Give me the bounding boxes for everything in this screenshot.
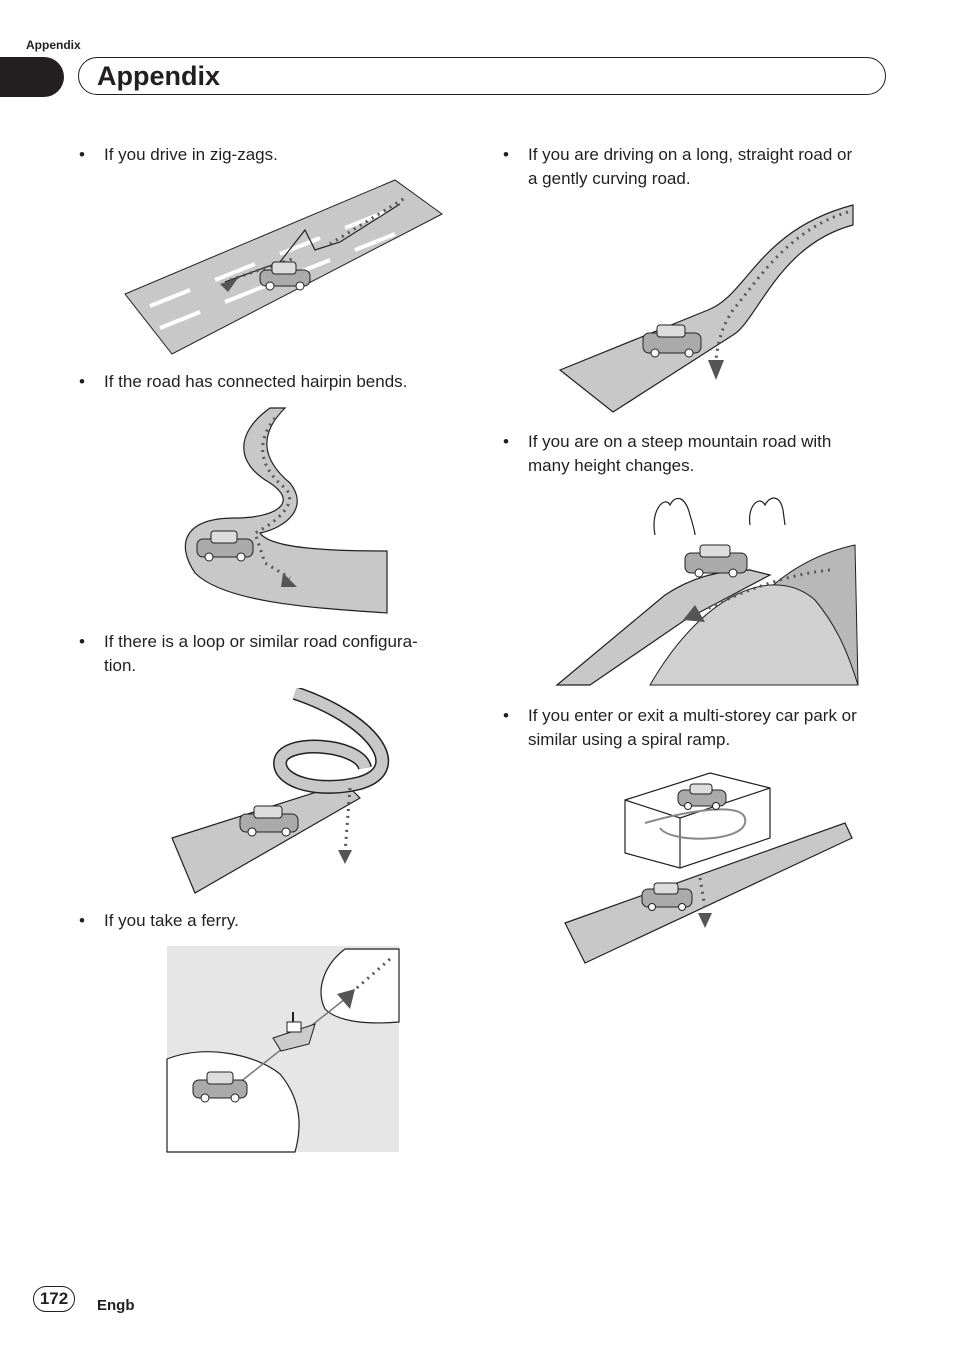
item-text: If there is a loop or similar road confi…: [104, 632, 418, 675]
car-icon: [239, 805, 299, 837]
list-item: • If you are on a steep mountain road wi…: [503, 430, 903, 480]
page-title: Appendix: [97, 61, 221, 91]
list-item: • If you take a ferry.: [79, 909, 459, 939]
list-item: • If the road has connected hairpin bend…: [79, 370, 459, 400]
bullet: •: [79, 372, 85, 391]
section-tab: [0, 57, 64, 97]
bullet: •: [79, 911, 85, 930]
list-item: • If there is a loop or similar road con…: [79, 630, 459, 680]
bullet: •: [503, 432, 509, 451]
item-text: If the road has connected hairpin bends.: [104, 372, 408, 391]
item-text: If you take a ferry.: [104, 911, 239, 930]
title-bar: Appendix: [78, 57, 886, 95]
bullet: •: [503, 145, 509, 164]
item-text: If you drive in zig-zags.: [104, 145, 278, 164]
car-icon: [196, 530, 254, 562]
list-item: • If you enter or exit a multi-storey ca…: [503, 704, 903, 754]
list-item: • If you are driving on a long, straight…: [503, 143, 903, 193]
bullet: •: [79, 632, 85, 651]
spiral-ramp-illustration: [564, 772, 853, 964]
item-text: If you are on a steep mountain road with…: [528, 432, 832, 475]
bullet: •: [503, 706, 509, 725]
car-icon: [192, 1071, 248, 1103]
car-icon: [642, 324, 702, 358]
car-icon: [259, 261, 311, 291]
item-text: If you enter or exit a multi-storey car …: [528, 706, 857, 749]
ferry-illustration: [166, 946, 400, 1153]
page-number: 172: [33, 1286, 75, 1312]
zigzag-road-illustration: [124, 179, 443, 355]
bullet: •: [79, 145, 85, 164]
list-item: • If you drive in zig-zags.: [79, 143, 459, 173]
ferry-icon: [272, 1012, 316, 1052]
language-code: Engb: [97, 1297, 135, 1314]
car-icon: [677, 783, 727, 810]
height-change-icon: [653, 497, 786, 536]
mountain-road-illustration: [555, 497, 859, 686]
car-icon: [684, 544, 748, 578]
straight-road-illustration: [558, 204, 854, 413]
car-icon: [641, 882, 693, 911]
running-head: Appendix: [26, 38, 81, 52]
loop-road-illustration: [171, 688, 390, 894]
item-text: If you are driving on a long, straight r…: [528, 145, 853, 188]
hairpin-road-illustration: [184, 407, 388, 614]
